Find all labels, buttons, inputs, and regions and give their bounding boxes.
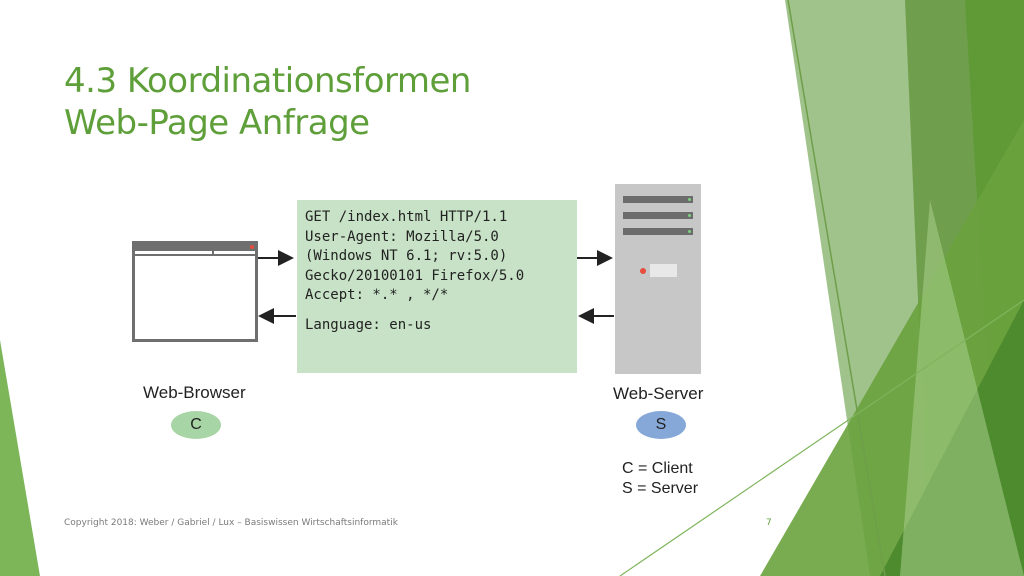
browser-tab-separator [212,251,214,256]
page-number: 7 [766,518,772,528]
drive-led [688,198,691,201]
http-request-line: Language: en-us [305,316,432,333]
server-label: Web-Server [613,384,704,403]
slide-title: 4.3 Koordinationsformen Web-Page Anfrage [64,60,471,144]
server-tower-icon [615,184,701,374]
legend-server: S = Server [622,480,699,497]
server-drive-bay [623,228,693,235]
slide-title-line1: 4.3 Koordinationsformen [64,61,471,101]
footer-copyright: Copyright 2018: Weber / Gabriel / Lux – … [64,518,398,528]
http-request-line: GET /index.html HTTP/1.1 [305,209,508,225]
browser-close-dot [250,245,254,249]
http-request-line: User-Agent: Mozilla/5.0 [305,228,499,245]
browser-tab-line [135,254,255,256]
legend-client: C = Client [622,460,693,477]
server-badge: S [636,411,686,439]
client-badge: C [171,411,221,439]
legend: C = Client S = Server [622,459,698,499]
http-request-line: Accept: *.* , */* [305,287,449,303]
server-power-led [640,268,646,274]
server-drive-bay [623,196,693,203]
http-request-line: (Windows NT 6.1; rv:5.0) [305,248,508,264]
drive-led [688,230,691,233]
drive-led [688,214,691,217]
slide-title-line2: Web-Page Anfrage [64,103,370,143]
browser-title-bar [135,244,255,251]
left-accent-shape [0,340,40,576]
decor-line-2 [619,299,1024,576]
decor-line-1 [787,0,886,576]
server-drive-bay [623,212,693,219]
browser-window-icon [132,241,258,342]
decor-facet-6 [900,200,1024,576]
http-request-line: Gecko/20100101 Firefox/5.0 [305,267,525,284]
server-slot [650,264,677,277]
client-label: Web-Browser [143,383,246,402]
http-request-box: GET /index.html HTTP/1.1 User-Agent: Moz… [297,200,577,373]
